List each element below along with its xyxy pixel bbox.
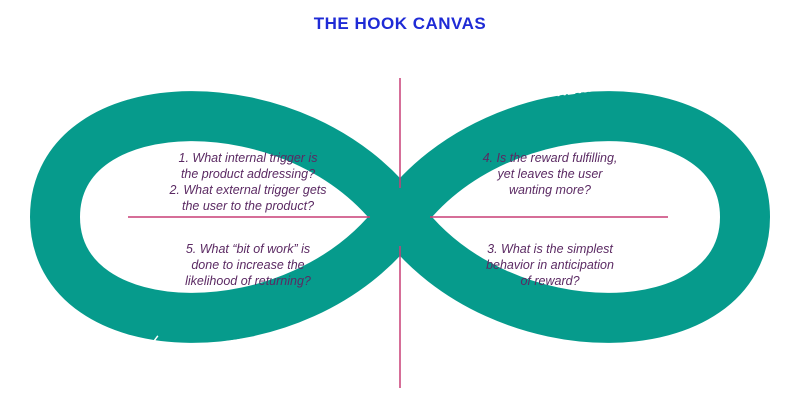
question-line: 1. What internal trigger is	[178, 151, 318, 165]
question-line: 5. What “bit of work” is	[185, 242, 311, 256]
question-top-left: 1. What internal trigger is the product …	[128, 150, 368, 214]
question-top-right: 4. Is the reward fulfilling, yet leaves …	[432, 150, 668, 198]
question-bottom-right: 3. What is the simplest behavior in anti…	[432, 241, 668, 289]
question-line: done to increase the	[191, 258, 305, 272]
chevron-left-icon	[540, 88, 547, 98]
chevron-right-icon	[260, 88, 267, 98]
question-line: yet leaves the user	[497, 167, 603, 181]
question-line: the product addressing?	[180, 167, 316, 181]
action-label: ACTION	[548, 341, 604, 362]
infinity-band	[30, 91, 770, 343]
question-bottom-left: 5. What “bit of work” is done to increas…	[128, 241, 368, 289]
question-line: 2. What external trigger gets	[169, 183, 327, 197]
chevron-left-icon	[153, 335, 160, 345]
chevron-right-icon	[615, 343, 622, 353]
question-line: 4. Is the reward fulfilling,	[482, 151, 618, 165]
question-line: of reward?	[520, 274, 580, 288]
question-line: likelihood of returning?	[185, 274, 311, 288]
question-line: 3. What is the simplest	[487, 242, 613, 256]
question-line: wanting more?	[509, 183, 591, 197]
page-title: THE HOOK CANVAS	[313, 14, 487, 33]
action-stage: ACTION	[548, 341, 604, 362]
question-line: the user to the product?	[181, 199, 315, 213]
question-line: behavior in anticipation	[486, 258, 614, 272]
